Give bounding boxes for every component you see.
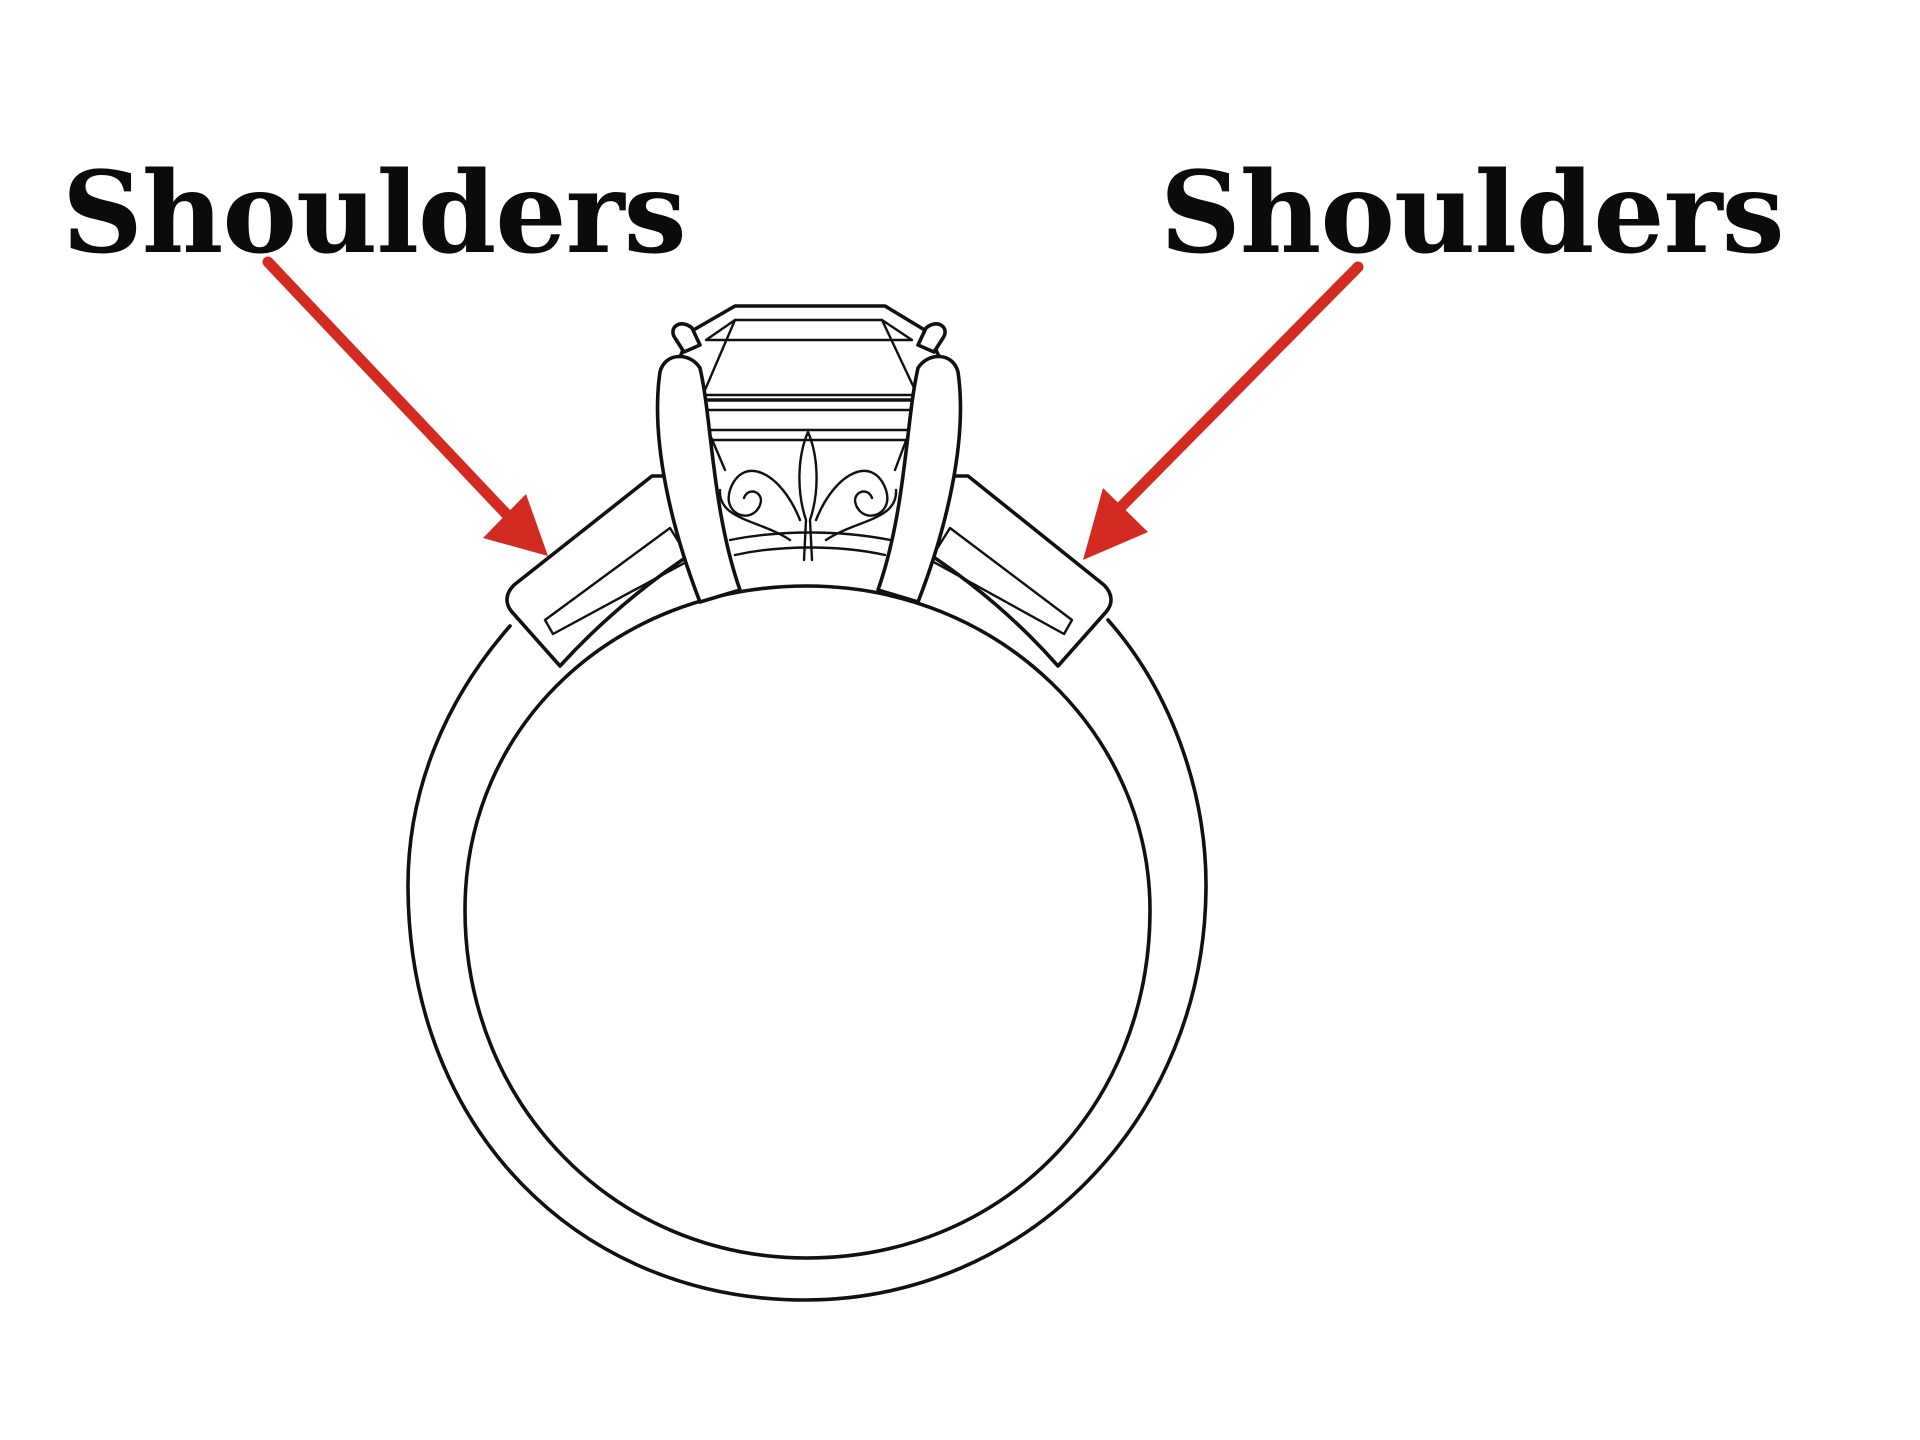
gem-facet-right <box>880 318 917 392</box>
filigree-scroll-right <box>814 469 889 522</box>
prong-left-front <box>655 354 742 604</box>
gemstone <box>673 304 947 472</box>
prongs <box>655 322 963 604</box>
band-outer-edge <box>406 618 1208 1302</box>
gallery-rail <box>728 531 892 557</box>
band-inner-edge <box>463 584 1152 1260</box>
filigree-scroll-left <box>727 469 802 522</box>
gem-pavilion-upper <box>698 408 920 432</box>
gem-table <box>704 318 914 342</box>
arrow-left-shaft <box>262 256 518 526</box>
prong-right-front <box>876 354 963 604</box>
arrow-right-head <box>1083 488 1148 560</box>
gem-facet-left <box>703 318 737 392</box>
label-shoulders-right: Shoulders <box>1160 148 1784 279</box>
arrow-left-head <box>483 494 548 556</box>
prong-left-back <box>671 322 702 354</box>
arrow-left <box>262 256 548 556</box>
filigree-gallery <box>718 430 898 562</box>
label-shoulders-left: Shoulders <box>62 148 686 279</box>
arrow-right <box>1083 261 1364 560</box>
ring-band <box>406 584 1208 1302</box>
arrow-right-shaft <box>1114 261 1364 514</box>
prong-right-back <box>916 322 947 354</box>
filigree-fleur-center <box>798 430 818 562</box>
